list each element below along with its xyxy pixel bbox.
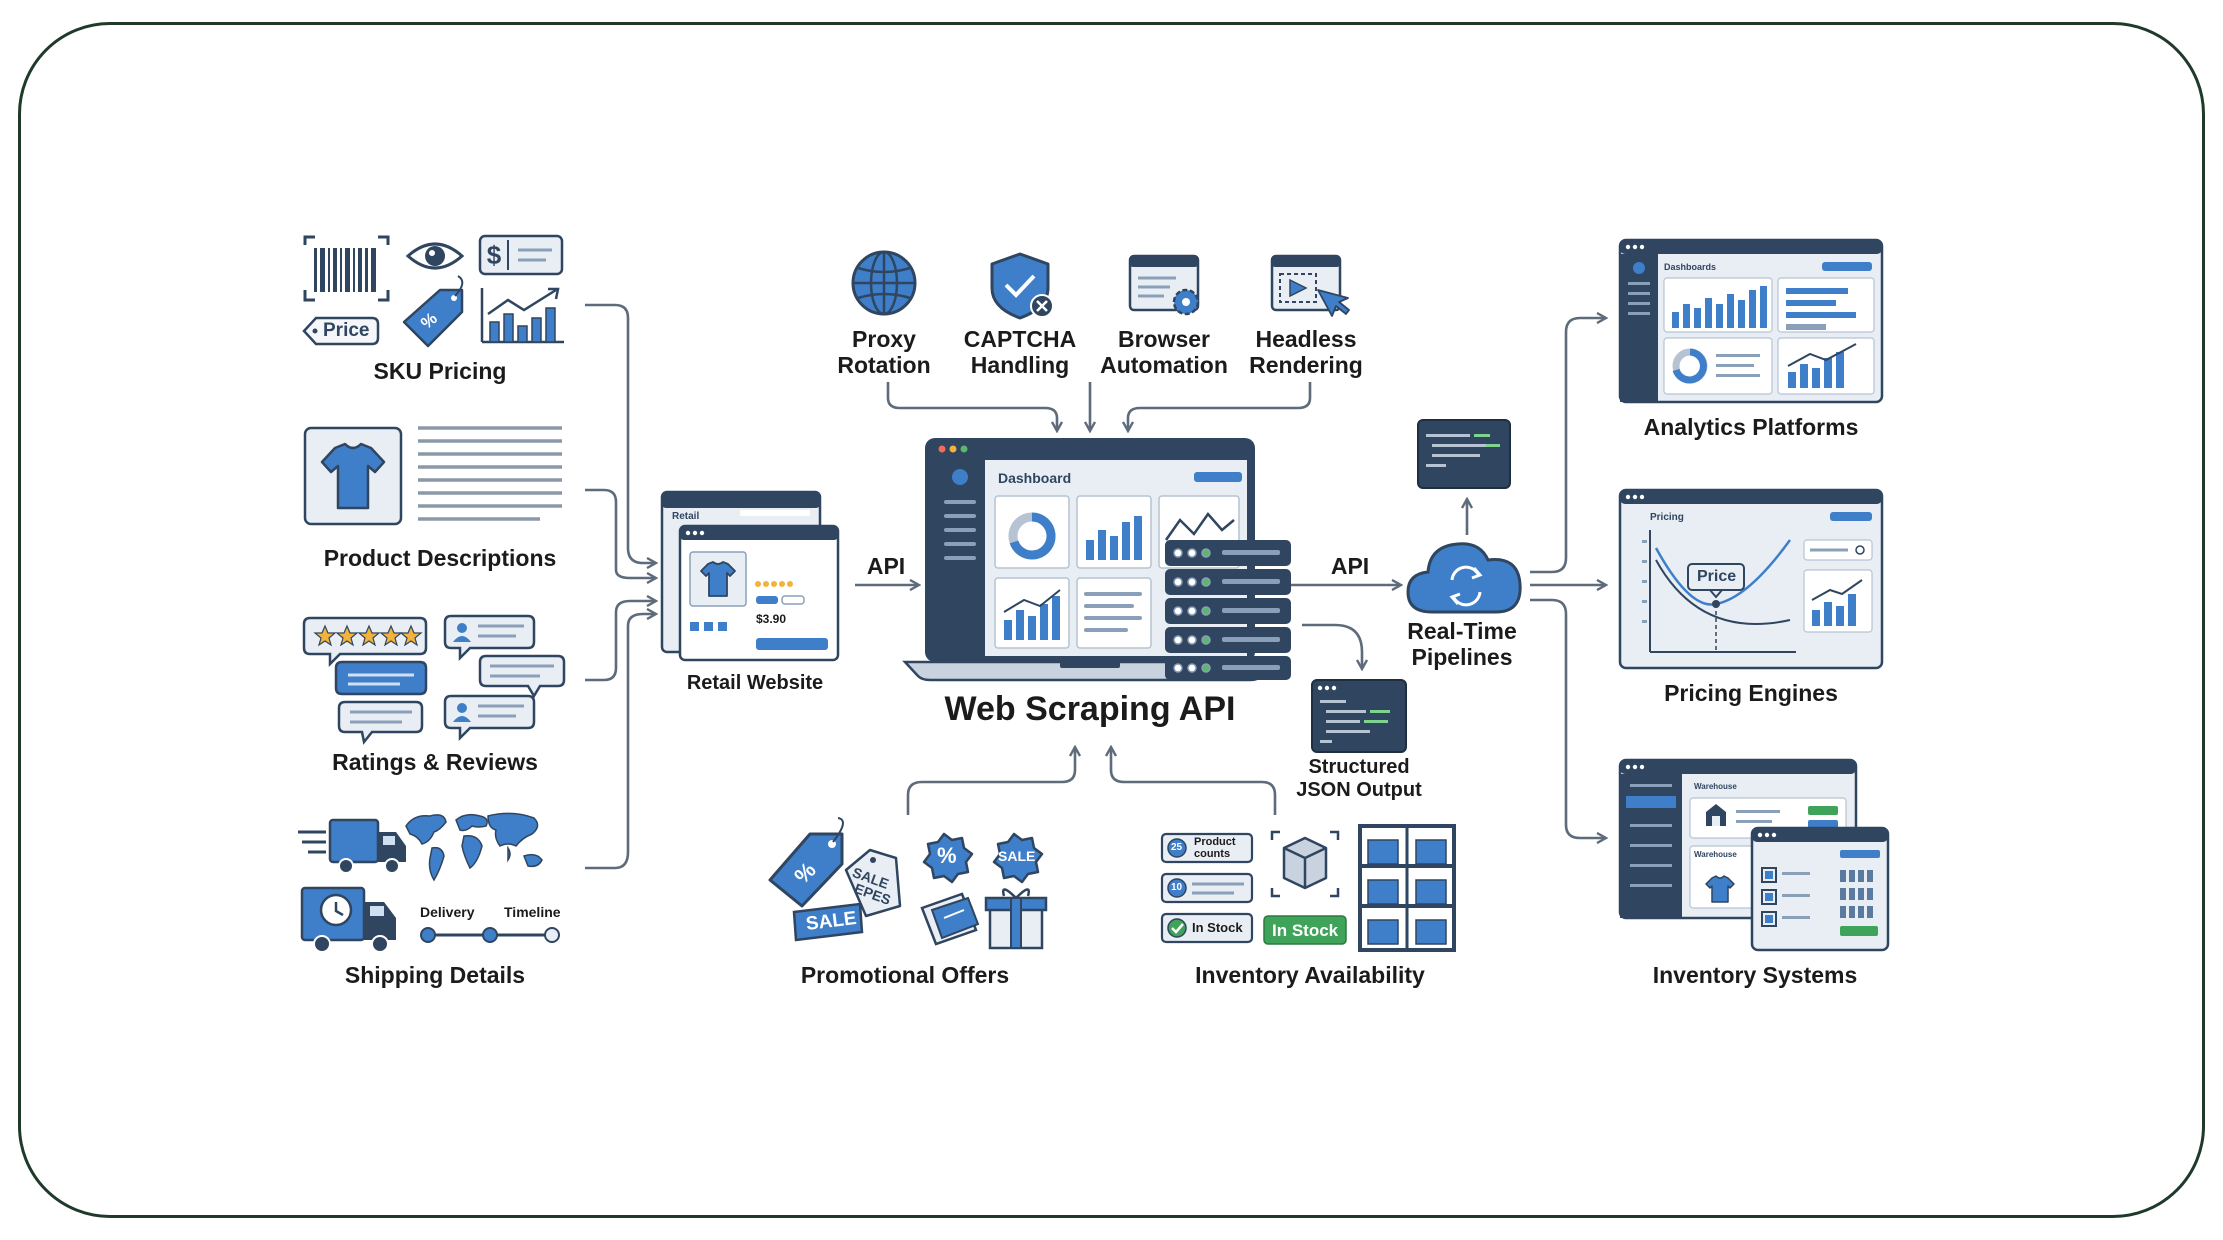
- sku-price-tag-text: Price: [323, 320, 370, 341]
- world-map-icon: [405, 812, 543, 882]
- inventory-system-window: [1618, 758, 1858, 920]
- eye-icon: [405, 242, 465, 270]
- inventory-window-title: Warehouse: [1694, 782, 1737, 791]
- retail-price-text: $3.90: [756, 612, 787, 626]
- inventory-counts-text: counts: [1194, 848, 1231, 860]
- retail-window-title: Retail: [672, 511, 700, 522]
- delivery-text: Delivery: [420, 904, 475, 920]
- ratings-reviews-label: Ratings & Reviews: [332, 749, 538, 775]
- analytics-platforms-label: Analytics Platforms: [1643, 414, 1859, 440]
- warehouse-shelf-icon: [1358, 824, 1456, 952]
- discount-tag-icon: %: [402, 275, 464, 348]
- growth-chart-icon: [480, 287, 564, 344]
- in-stock-badge: [1263, 915, 1347, 945]
- inventory-systems-label: Inventory Systems: [1652, 962, 1858, 988]
- blue-chat-bubble-icon: [334, 660, 428, 696]
- svg-text:$: $: [487, 240, 502, 270]
- promo-percent-badge-text: %: [937, 843, 957, 868]
- inventory-availability-label: Inventory Availability: [1195, 962, 1425, 988]
- box-scan-icon: [1270, 830, 1340, 898]
- timeline-text: Timeline: [504, 904, 561, 920]
- promotional-offers-label: Promotional Offers: [800, 962, 1010, 988]
- connector-lines: [585, 303, 1605, 870]
- product-counts-card: [1160, 832, 1254, 864]
- cloud-sync-icon: [1406, 542, 1522, 614]
- review-text-bubble-icon: [478, 654, 566, 699]
- api-left-label: API: [866, 553, 906, 579]
- barcode-icon: [303, 235, 390, 302]
- analytics-window-title: Dashboards: [1664, 262, 1717, 272]
- percent-tag-icon: %: [768, 817, 844, 908]
- clock-truck-icon: [300, 886, 396, 953]
- shield-icon: [990, 252, 1054, 320]
- browser-gear-icon: [1128, 254, 1200, 316]
- json-code-window-bottom: [1311, 679, 1407, 753]
- tshirt-card-icon: [303, 426, 403, 526]
- inventory-product-text: Product: [1194, 836, 1236, 848]
- product-descriptions-label: Product Descriptions: [323, 545, 557, 571]
- user-comment-bubble-icon: [443, 614, 536, 662]
- server-stack-icon: [1165, 540, 1291, 680]
- globe-icon: [851, 250, 917, 316]
- counts-line-card: [1160, 872, 1254, 904]
- pricing-engine-window: [1618, 488, 1884, 670]
- sale-tag-icon: [844, 848, 902, 918]
- user-review-bubble-icon: [443, 694, 536, 742]
- inventory-count-25: 25: [1171, 842, 1183, 853]
- headless-cursor-icon: [1270, 254, 1350, 317]
- review-lines-bubble-icon: [337, 700, 424, 745]
- pricing-bubble-text: Price: [1697, 568, 1737, 585]
- price-tag-icon: [302, 316, 380, 346]
- gift-box-icon: [984, 888, 1048, 950]
- pricing-engines-label: Pricing Engines: [1664, 680, 1838, 706]
- inventory-window-title-2: Warehouse: [1694, 850, 1737, 859]
- pricing-window-title: Pricing: [1650, 512, 1684, 523]
- retail-website-window: [660, 490, 840, 662]
- dollar-card-icon: $: [478, 234, 564, 276]
- retail-website-label: Retail Website: [686, 672, 824, 694]
- web-scraping-api-title: Web Scraping API: [944, 690, 1236, 728]
- sale-badge-icon: [992, 832, 1044, 884]
- inventory-count-10: 10: [1171, 882, 1183, 893]
- dashboard-title-text: Dashboard: [998, 470, 1072, 486]
- in-stock-check-card: [1160, 912, 1254, 944]
- promo-sale-badge-text: SALE: [998, 848, 1036, 864]
- percent-badge-icon: [922, 832, 974, 884]
- analytics-dashboard-window: [1618, 238, 1884, 404]
- delivery-truck-icon: [298, 818, 406, 874]
- coupon-ticket-icon: [920, 892, 980, 946]
- sku-pricing-label: SKU Pricing: [373, 358, 507, 384]
- inventory-in-stock-badge-text: In Stock: [1272, 921, 1339, 940]
- star-rating-bubble-icon: [302, 616, 428, 668]
- shipping-details-label: Shipping Details: [344, 962, 526, 988]
- delivery-timeline-icon: [420, 927, 560, 943]
- sale-ribbon-icon: [792, 902, 864, 942]
- api-right-label: API: [1330, 553, 1370, 579]
- json-code-window-top: [1417, 419, 1511, 489]
- inventory-in-stock-text: In Stock: [1192, 920, 1243, 935]
- description-text-lines: [418, 426, 562, 521]
- inventory-detail-window: [1750, 826, 1890, 952]
